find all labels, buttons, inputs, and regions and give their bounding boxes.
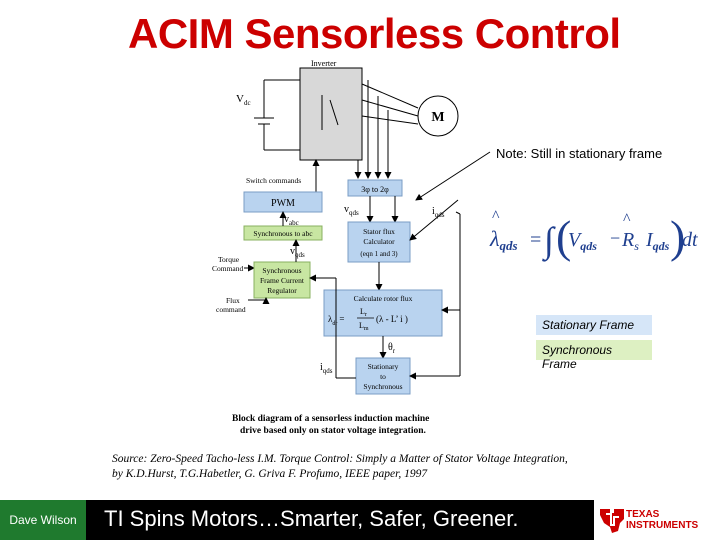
lm-label: Lm xyxy=(359,321,369,332)
stator-flux-calculator-block xyxy=(347,221,411,263)
inverter-label: Inverter xyxy=(311,59,337,68)
ti-logo-line2: INSTRUMENTS xyxy=(626,520,699,531)
v-qds-sync-label: vqds xyxy=(290,246,305,259)
three-to-two-phase-label: 3φ to 2φ xyxy=(361,185,389,194)
source-citation: Source: Zero-Speed Tacho-less I.M. Torqu… xyxy=(112,452,568,482)
eq-integral: ∫ xyxy=(542,220,556,262)
eq-lambda: λqds xyxy=(489,226,518,253)
regulator-line2: Frame Current xyxy=(260,276,305,285)
stator-flux-line1: Stator flux xyxy=(363,227,395,236)
pwm-label: PWM xyxy=(271,198,295,209)
author-name: Dave Wilson xyxy=(0,500,86,540)
svg-text:^: ^ xyxy=(492,208,500,225)
stator-flux-equation: ^ λqds = ∫ ( Vqds − ^ Rs Iqds ) dt xyxy=(489,208,698,262)
diagram-caption-line1: Block diagram of a sensorless induction … xyxy=(232,414,429,424)
source-line-1: Source: Zero-Speed Tacho-less I.M. Torqu… xyxy=(112,453,568,465)
note-text: Note: Still in stationary frame xyxy=(496,146,663,161)
ti-logo: TEXAS INSTRUMENTS xyxy=(592,500,720,540)
regulator-line1: Synchronous xyxy=(262,266,301,275)
stat-sync-line1: Stationary xyxy=(368,362,399,371)
eq-minus: − xyxy=(610,228,620,248)
slide-title: ACIM Sensorless Control xyxy=(128,10,621,57)
theta-label: θr xyxy=(388,342,396,355)
lr-label: Lr xyxy=(360,307,367,318)
v-abc-label: vabc xyxy=(284,214,299,227)
footer-bar: Dave Wilson TI Spins Motors…Smarter, Saf… xyxy=(0,500,720,540)
stat-sync-line3: Synchronous xyxy=(363,382,402,391)
eq-equals: = xyxy=(530,229,541,251)
eq-i: Iqds xyxy=(645,229,670,253)
source-line-2: by K.D.Hurst, T.G.Habetler, G. Griva F. … xyxy=(112,468,428,480)
svg-text:): ) xyxy=(670,211,685,262)
ti-logo-icon xyxy=(600,509,624,533)
rotor-flux-equation: λdr= xyxy=(328,314,344,327)
inverter-block xyxy=(299,67,363,161)
eq-v: Vqds xyxy=(568,229,597,253)
rotor-flux-title: Calculate rotor flux xyxy=(354,294,413,303)
svg-text:(: ( xyxy=(556,211,571,262)
stationary-to-synchronous-block xyxy=(355,357,411,395)
current-regulator-block xyxy=(253,261,311,299)
eq-r: Rs xyxy=(621,229,639,253)
ti-logo-text: TEXAS INSTRUMENTS xyxy=(626,509,698,531)
rotor-flux-equation-rest: (λ - L’ i ) xyxy=(376,314,408,324)
stat-sync-line2: to xyxy=(380,372,386,381)
legend-synchronous-frame: Synchronous Frame xyxy=(536,340,652,371)
eq-dt: dt xyxy=(682,229,698,251)
legend-stationary-frame: Stationary Frame xyxy=(536,315,652,335)
rotor-flux-block xyxy=(323,289,443,337)
ti-logo-line1: TEXAS xyxy=(626,509,660,520)
i-qds-sync-label: iqds xyxy=(320,362,333,375)
switch-commands-label: Switch commands xyxy=(246,176,301,185)
svg-text:^: ^ xyxy=(623,211,631,228)
motor-label: M xyxy=(431,110,444,125)
diagram-caption-line2: drive based only on stator voltage integ… xyxy=(240,426,426,436)
three-to-two-phase-block xyxy=(347,179,403,197)
v-qds-stationary-label: vqds xyxy=(344,204,359,217)
footer-slogan: TI Spins Motors…Smarter, Safer, Greener. xyxy=(104,506,519,531)
regulator-line3: Regulator xyxy=(267,286,297,295)
vdc-label: Vdc xyxy=(236,93,251,107)
synchronous-to-abc-label: Synchronous to abc xyxy=(253,229,313,238)
stator-flux-line3: (eqn 1 and 3) xyxy=(360,250,398,258)
stator-flux-line2: Calculator xyxy=(363,237,395,246)
